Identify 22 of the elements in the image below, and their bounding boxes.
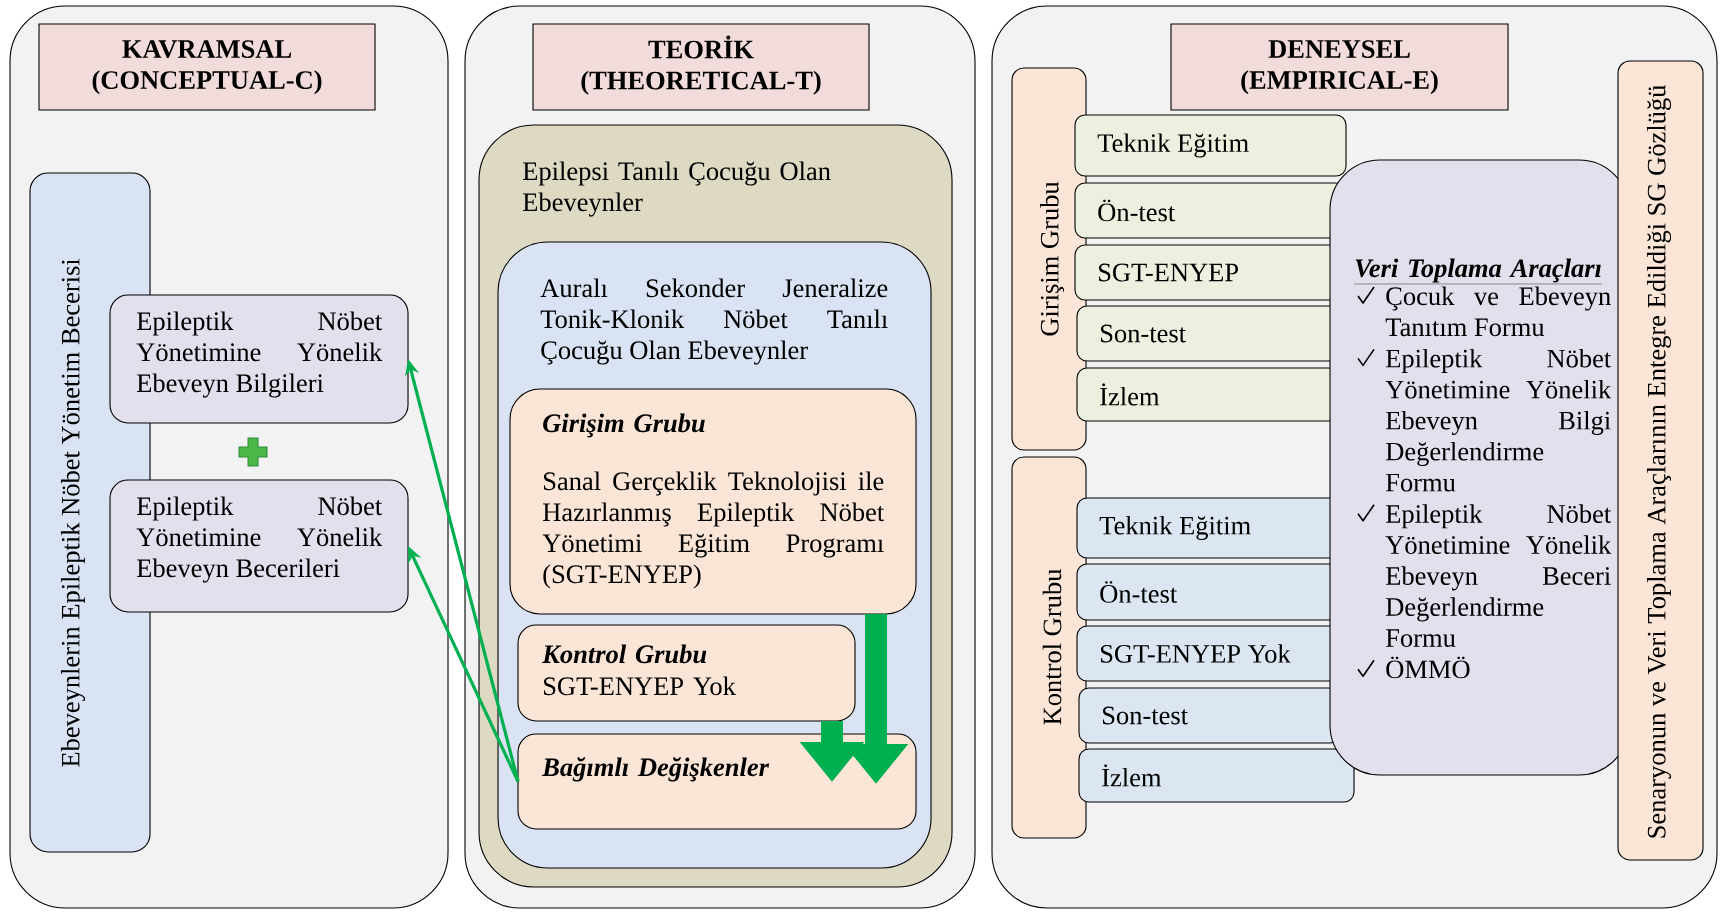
- tools-box: Veri Toplama Araçları Çocuk ve Ebeveyn Tanıtım Formu Epileptik Nöbet Yönetimine Yönelik Ebeveyn Bilgi Değerlendirme Formu Epileptik Nöbet Yönetimine Yönelik Ebeveyn Beceri Değerlendirme Formu ÖMMÖ: [1329, 159, 1630, 776]
- step-box: Ön-test: [1074, 182, 1347, 239]
- heading-box: DENEYSEL (EMPIRICAL-E): [1170, 23, 1509, 111]
- outcome-box: Bağımlı Değişkenler: [517, 733, 917, 830]
- step-box: SGT-ENYEP Yok: [1076, 625, 1341, 682]
- vertical-band: Girişim Grubu: [1011, 67, 1087, 451]
- step-box: İzlem: [1076, 367, 1347, 422]
- step-box: Ön-test: [1076, 563, 1341, 621]
- concept-box: Epileptik Nöbet Yönetimine Yönelik Ebeveyn Becerileri: [109, 479, 409, 613]
- step-box: Son-test: [1078, 687, 1341, 744]
- heading-box: TEORİK (THEORETICAL-T): [532, 23, 870, 111]
- step-box: Teknik Eğitim: [1076, 497, 1341, 559]
- step-box: SGT-ENYEP: [1074, 244, 1347, 301]
- heading-box: KAVRAMSAL (CONCEPTUAL-C): [38, 23, 376, 111]
- vertical-band: Senaryonun ve Veri Toplama Araçlarının Entegre Edildiği SG Gözlüğü: [1617, 60, 1704, 861]
- step-box: Teknik Eğitim: [1074, 114, 1347, 177]
- step-box: Son-test: [1076, 305, 1347, 362]
- step-box: İzlem: [1078, 748, 1355, 803]
- vertical-band: Kontrol Grubu: [1011, 456, 1087, 839]
- group-box: Kontrol Grubu SGT-ENYEP Yok: [517, 624, 856, 722]
- group-box: Girişim Grubu Sanal Gerçeklik Teknolojisi ile Hazırlanmış Epileptik Nöbet Yönetimi Eğitim Programı (SGT-ENYEP): [509, 388, 917, 615]
- concept-box: Epileptik Nöbet Yönetimine Yönelik Ebeveyn Bilgileri: [109, 294, 409, 424]
